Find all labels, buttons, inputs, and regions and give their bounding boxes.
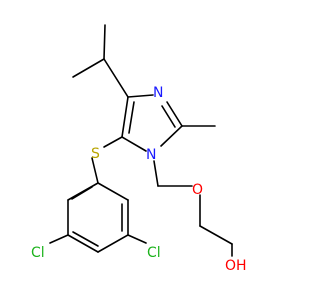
bond [91,157,99,184]
atom-label-oxygen-ether: O [192,182,203,198]
bond [103,58,129,98]
bond [127,234,147,244]
bond [121,136,147,152]
bond [97,182,129,201]
bond [72,58,105,78]
bond [49,234,69,244]
bond [121,96,129,138]
atom-labels: N N S O OH Cl Cl [31,85,247,274]
atom-label-sulfur: S [91,146,100,162]
bond [128,101,135,134]
atom-label-n-ring: N [146,147,156,163]
molecule-canvas: N N S O OH Cl Cl [31,24,247,274]
molecule-structure: N N S O OH Cl Cl [31,24,247,274]
bond [67,234,99,253]
bond [97,234,129,253]
bond [153,160,159,187]
atom-label-chlorine-left: Cl [31,245,45,261]
bond [71,186,93,200]
bond [166,101,183,127]
bond [161,105,176,128]
bond [127,94,154,98]
bond [199,225,233,245]
bond [160,125,183,147]
atom-label-hydroxyl: OH [225,258,247,274]
bond [103,24,106,60]
bond [72,231,99,247]
bond [103,136,123,148]
atom-label-chlorine-right: Cl [147,245,161,261]
atom-label-n-imidazole: N [153,85,163,101]
bonds [49,24,233,257]
